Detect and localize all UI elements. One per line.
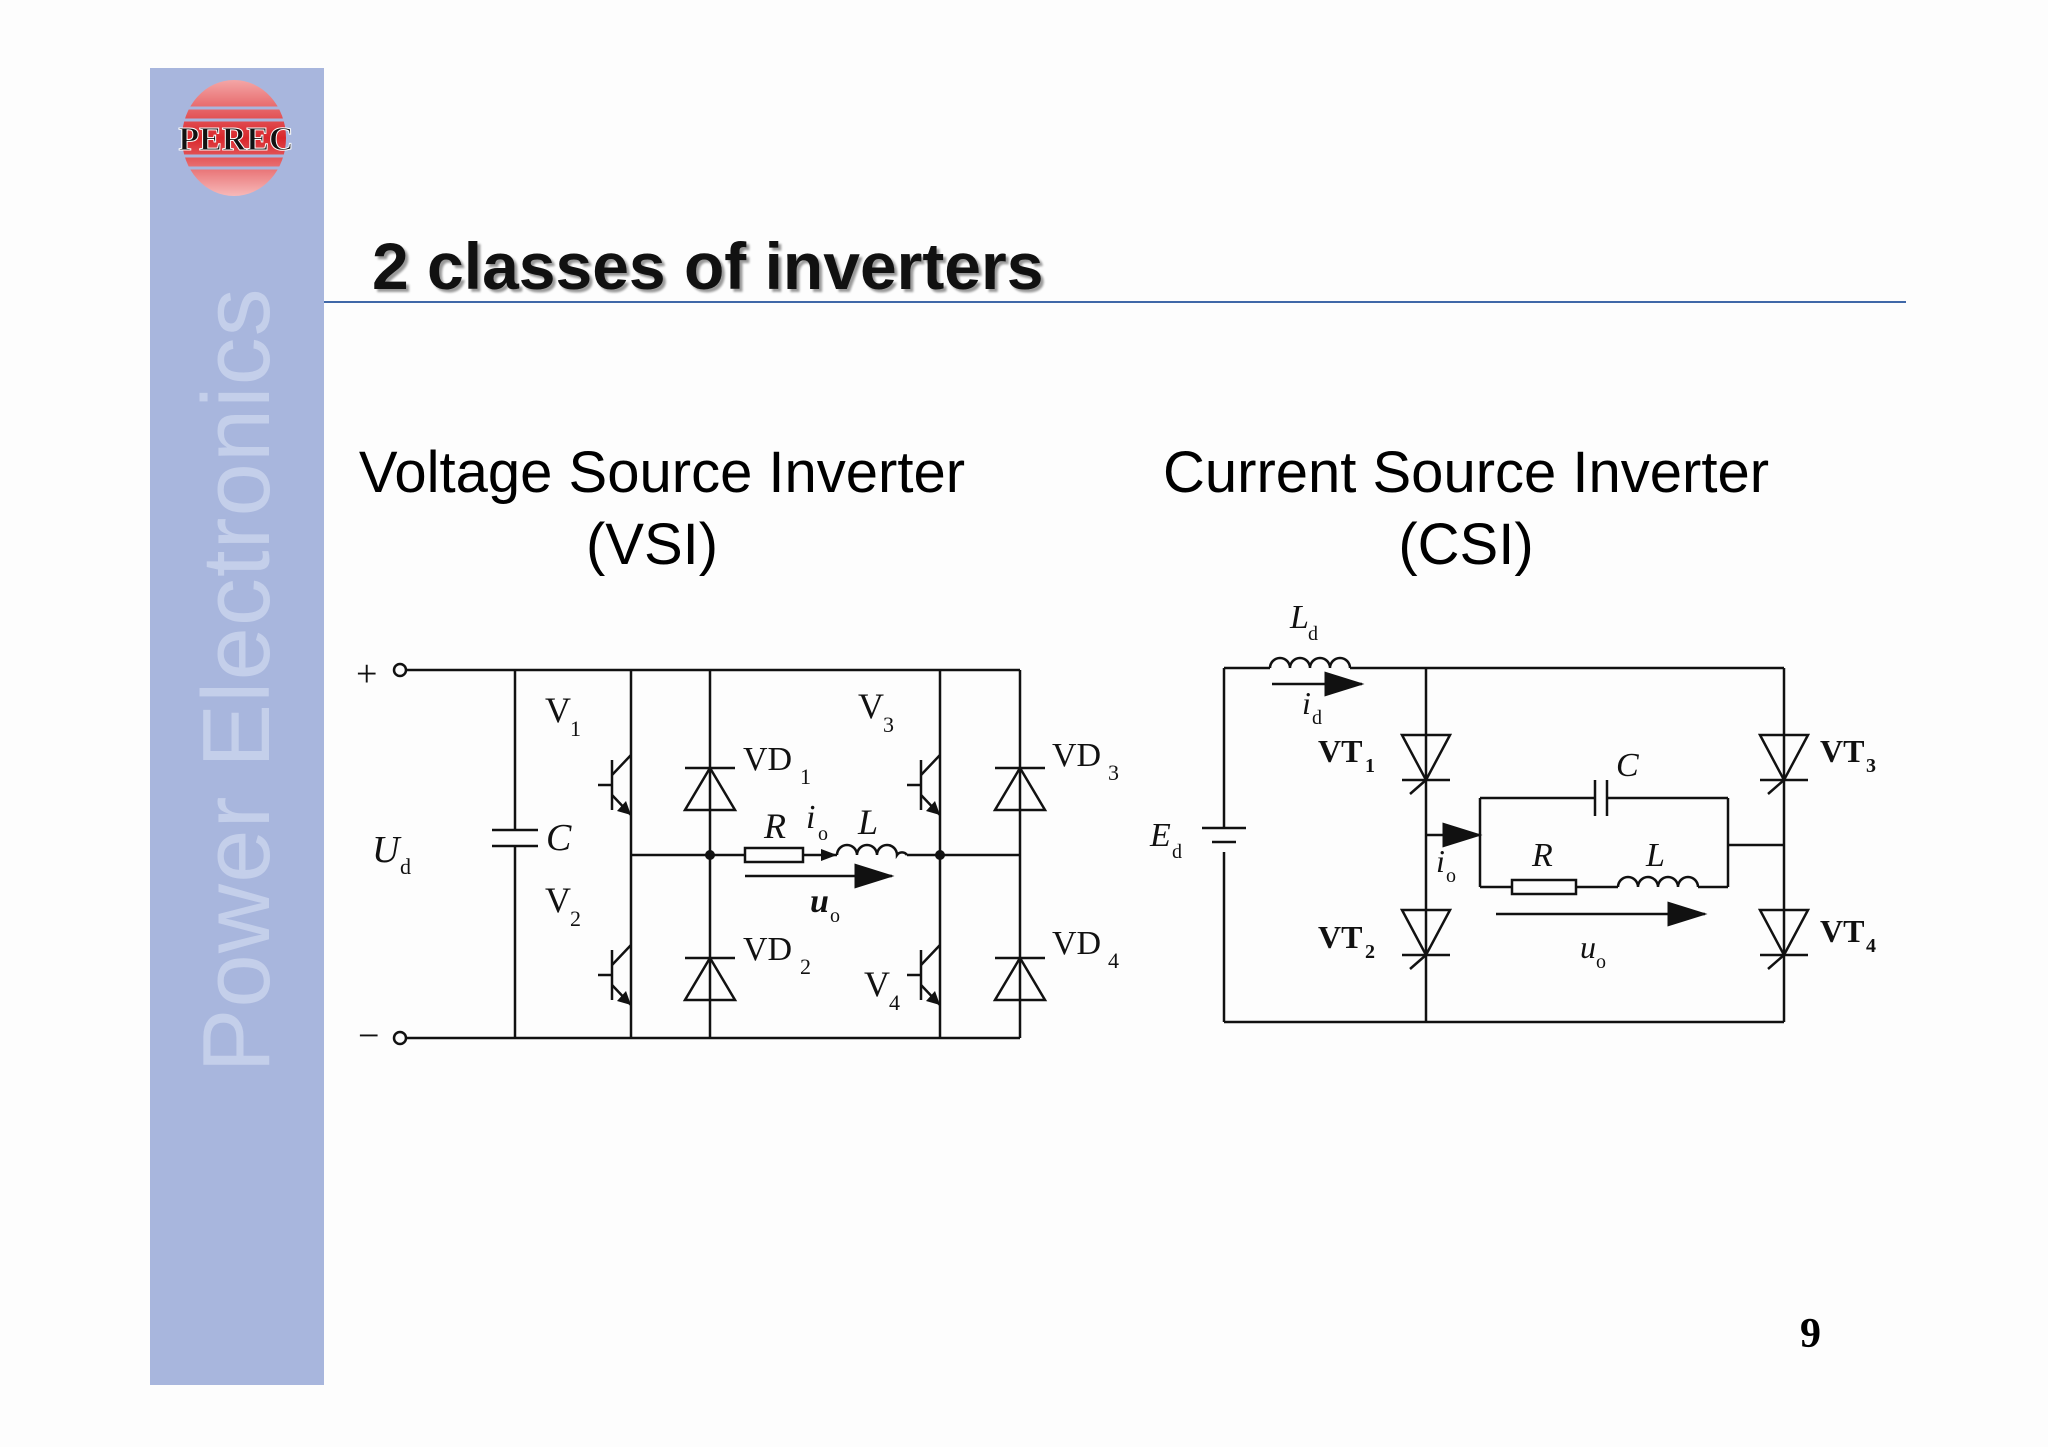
vsi-label-uo: u: [810, 883, 829, 920]
vsi-label-v2-sub: 2: [570, 906, 581, 931]
csi-label-io-sub: o: [1446, 865, 1456, 887]
page-number: 9: [1800, 1311, 1821, 1357]
csi-label-ed-sub: d: [1172, 841, 1182, 863]
perec-logo: PEREC: [150, 68, 324, 206]
csi-circuit-diagram: L d i d E d C VT 1 VT 2 VT 3 VT 4 i o R …: [1149, 599, 1876, 1024]
vsi-label-v3: V: [858, 686, 884, 726]
vsi-label-vd3: VD: [1052, 737, 1101, 774]
csi-label-l: L: [1645, 837, 1665, 874]
vsi-label-v4-sub: 4: [889, 990, 900, 1015]
vsi-label-ud-sub: d: [400, 854, 411, 879]
csi-label-ld-sub: d: [1308, 623, 1318, 645]
vsi-label-vd2-sub: 2: [800, 954, 811, 979]
vsi-label-vd4-sub: 4: [1108, 948, 1119, 973]
vsi-label-ud: U: [372, 829, 402, 871]
vsi-label-uo-sub: o: [830, 905, 840, 927]
csi-label-vt1: VT: [1318, 733, 1362, 769]
csi-heading: Current Source Inverter (CSI): [1156, 437, 1776, 581]
vsi-heading: Voltage Source Inverter (VSI): [352, 437, 972, 581]
csi-label-ed: E: [1149, 817, 1171, 854]
vsi-label-vd2: VD: [743, 931, 792, 968]
csi-label-vt2: VT: [1318, 919, 1362, 955]
csi-label-c: C: [1616, 747, 1639, 784]
sidebar-vertical-text: Power Electronics: [183, 287, 290, 1073]
vsi-label-vd3-sub: 3: [1108, 760, 1119, 785]
vsi-label-v3-sub: 3: [883, 712, 894, 737]
vsi-label-v1-sub: 1: [570, 716, 581, 741]
vsi-label-v1: V: [545, 690, 571, 730]
vsi-label-r: R: [763, 806, 786, 846]
csi-label-vt1-sub: 1: [1365, 755, 1375, 777]
csi-label-r: R: [1531, 837, 1553, 874]
vsi-label-c: C: [546, 817, 572, 859]
vsi-label-l: L: [857, 802, 878, 842]
vsi-label-minus: −: [358, 1015, 379, 1057]
csi-label-uo: u: [1580, 929, 1596, 965]
vsi-label-vd1: VD: [743, 741, 792, 778]
vsi-label-vd1-sub: 1: [800, 764, 811, 789]
vsi-heading-line1: Voltage Source Inverter: [358, 440, 966, 505]
sidebar-band: [150, 68, 324, 1385]
csi-heading-line1: Current Source Inverter: [1162, 440, 1770, 505]
slide-title: 2 classes of inverters: [372, 229, 1044, 303]
csi-label-id: i: [1302, 685, 1311, 721]
vsi-label-plus: +: [356, 653, 377, 695]
vsi-label-io-sub: o: [818, 823, 828, 845]
csi-label-ld: L: [1289, 599, 1309, 636]
csi-label-vt3-sub: 3: [1866, 755, 1876, 777]
csi-label-id-sub: d: [1312, 707, 1322, 729]
vsi-label-vd4: VD: [1052, 925, 1101, 962]
vsi-circuit-diagram: + − U d C V 1 V 2 V 3 V 4 VD 1 VD 2 VD 3…: [356, 653, 1119, 1057]
title-underline: [324, 301, 1906, 303]
csi-label-uo-sub: o: [1596, 951, 1606, 973]
csi-heading-line2: (CSI): [1398, 512, 1534, 577]
vsi-label-v4: V: [864, 964, 890, 1004]
logo-text: PEREC: [178, 121, 293, 158]
csi-label-vt2-sub: 2: [1365, 941, 1375, 963]
csi-label-vt4: VT: [1820, 913, 1864, 949]
vsi-label-io: i: [806, 799, 815, 836]
vsi-heading-line2: (VSI): [585, 512, 719, 577]
csi-label-io: i: [1436, 843, 1445, 879]
csi-label-vt3: VT: [1820, 733, 1864, 769]
csi-label-vt4-sub: 4: [1866, 935, 1876, 957]
vsi-label-v2: V: [545, 880, 571, 920]
